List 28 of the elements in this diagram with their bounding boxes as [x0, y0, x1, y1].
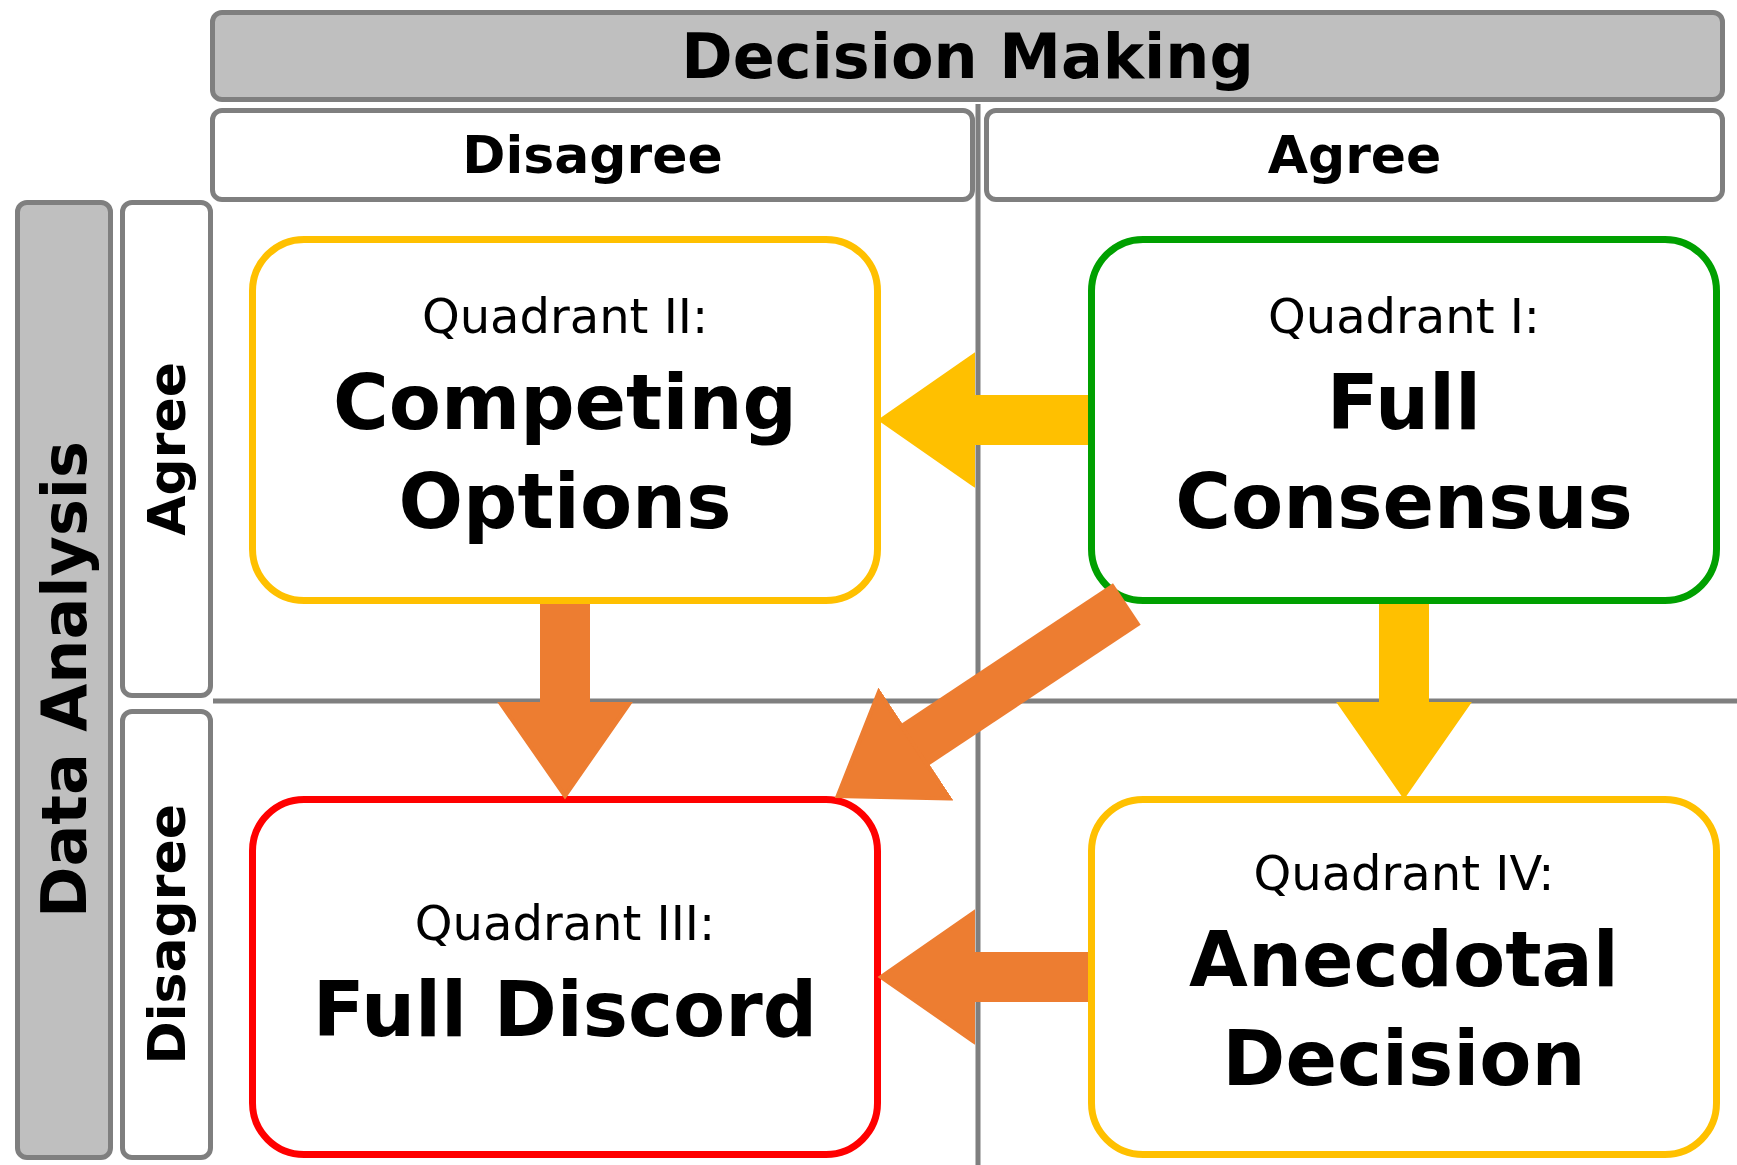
- column-header: [984, 108, 1725, 202]
- header-label: Decision Making: [681, 19, 1254, 93]
- quadrant-number: Quadrant III:: [414, 894, 716, 951]
- quadrant-box: [249, 796, 881, 1158]
- header-label: Data Analysis: [27, 441, 101, 919]
- quadrant-number: Quadrant II:: [421, 288, 709, 345]
- header-band: [15, 200, 113, 1160]
- quadrant-title: Anecdotal Decision: [1188, 914, 1620, 1105]
- row-header: [120, 709, 213, 1160]
- header-label: Disagree: [136, 804, 197, 1065]
- block-arrow: [879, 354, 1088, 486]
- header-band: [210, 10, 1725, 102]
- header-label: Disagree: [462, 125, 723, 185]
- quadrant-number: Quadrant I:: [1267, 288, 1541, 345]
- block-arrow: [879, 911, 1088, 1043]
- quadrant-box: [1088, 796, 1720, 1158]
- quadrant-number: Quadrant IV:: [1253, 845, 1555, 902]
- block-arrow: [1338, 604, 1470, 798]
- quadrant-box: [1088, 236, 1720, 604]
- header-label: Agree: [136, 362, 197, 536]
- quadrant-title: Full Consensus: [1174, 357, 1634, 548]
- block-arrow: [499, 604, 631, 798]
- header-label: Agree: [1267, 125, 1442, 185]
- row-header: [120, 200, 213, 698]
- quadrant-box: [249, 236, 881, 604]
- quadrant-title: Full Discord: [312, 963, 818, 1056]
- quadrant-title: Competing Options: [332, 357, 798, 548]
- column-header: [210, 108, 975, 202]
